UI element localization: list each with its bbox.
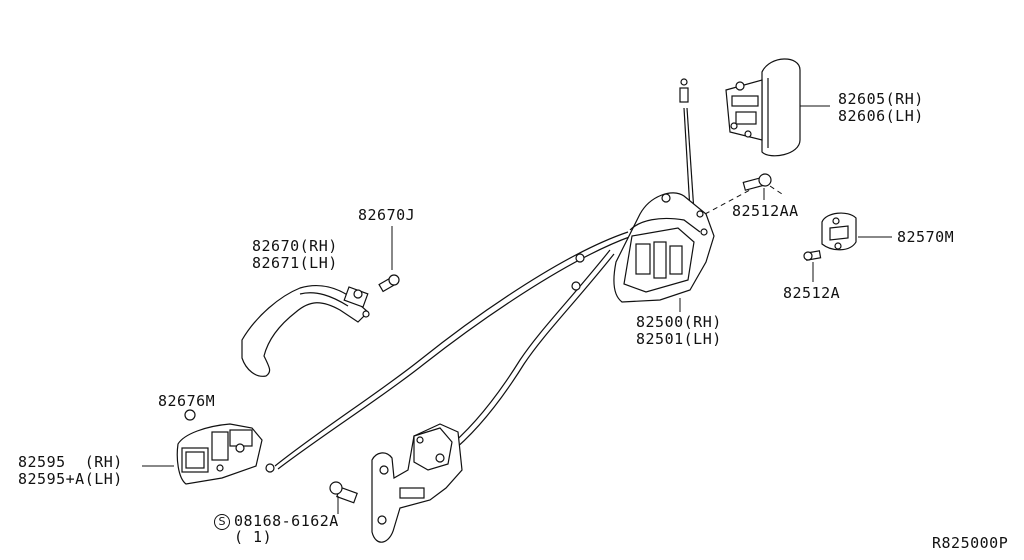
label-82606: 82606(LH) [838, 107, 924, 125]
label-82671: 82671(LH) [252, 254, 338, 272]
label-82605: 82605(RH) [838, 90, 924, 108]
outside-handle-rod [683, 107, 691, 211]
bolt-08168-6162a [329, 481, 358, 504]
bolt-82512a [803, 250, 822, 261]
label-quantity: ( 1) [234, 528, 273, 546]
diagram-reference-code: R825000P [932, 534, 1009, 552]
label-82570m: 82570M [897, 228, 955, 246]
label-82595a: 82595+A(LH) [18, 470, 123, 488]
label-82670: 82670(RH) [252, 237, 338, 255]
label-82500: 82500(RH) [636, 313, 722, 331]
remote-control-cable [444, 249, 611, 451]
label-08168-6162a: 08168-6162A [234, 512, 339, 530]
label-82595: 82595 (RH) [18, 453, 123, 471]
screw-82670j [378, 274, 400, 293]
outside-door-handle [679, 58, 801, 157]
label-82512aa: 82512AA [732, 202, 799, 220]
clip-82676m [184, 409, 196, 421]
door-striker [821, 212, 857, 251]
door-lock-assembly [571, 192, 715, 303]
inside-handle-cable [274, 231, 629, 467]
label-82501: 82501(LH) [636, 330, 722, 348]
label-82512a: 82512A [783, 284, 841, 302]
s-symbol-icon: S [214, 514, 230, 530]
bolt-82512aa [742, 173, 772, 191]
label-82670j: 82670J [358, 206, 416, 224]
inside-door-handle [241, 285, 370, 377]
remote-control-bracket [371, 423, 463, 543]
label-82676m: 82676M [158, 392, 216, 410]
inside-handle-escutcheon [176, 423, 275, 485]
